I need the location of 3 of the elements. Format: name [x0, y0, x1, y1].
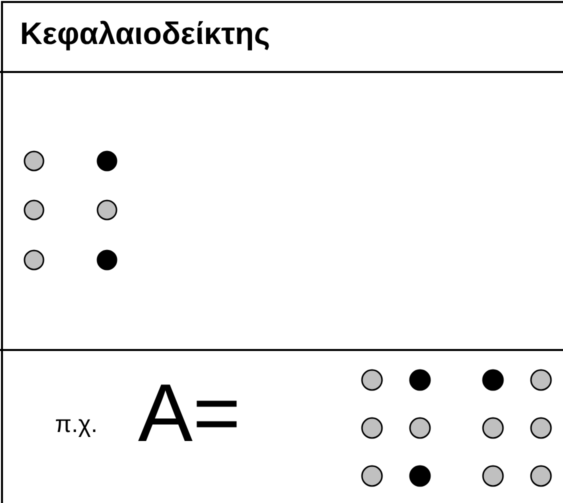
example-label: π.χ.	[55, 413, 98, 437]
title: Κεφαλαιοδείκτης	[20, 18, 270, 49]
letter-label: A=	[138, 373, 241, 455]
